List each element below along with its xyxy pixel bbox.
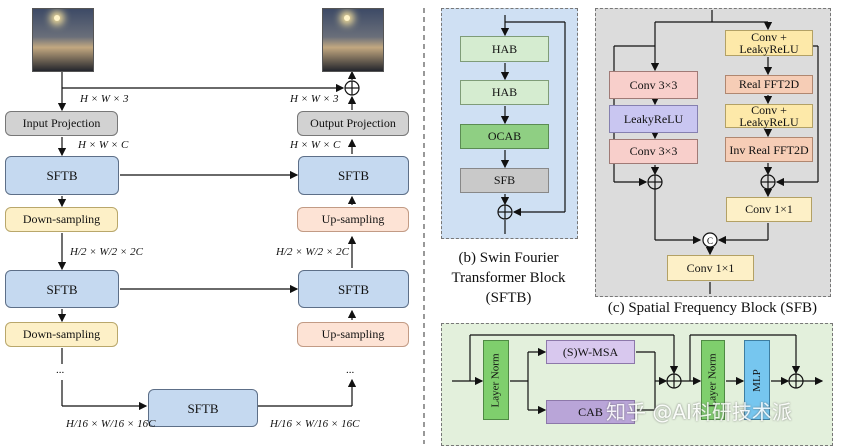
ellipsis-left: ... [56,364,65,376]
sfb-real-fft2d: Real FFT2D [725,75,813,94]
sftb-caption-line-2: Transformer Block [451,270,566,286]
hab-layer-norm-2: Layer Norm [701,340,725,420]
sftb-bottleneck: SFTB [148,389,258,427]
sftb-layer-ocab: OCAB [460,124,549,149]
sfb-conv3x3-1: Conv 3×3 [609,71,698,99]
hab-cab: CAB [546,400,635,424]
sftb-caption-line-3: (SFTB) [485,290,532,306]
up-sampling-1: Up-sampling [297,207,409,232]
sfb-conv3x3-2: Conv 3×3 [609,139,698,164]
dim-label-sixteenth-out: H/16 × W/16 × 16C [270,418,360,430]
sfb-conv1x1-freq: Conv 1×1 [726,197,812,222]
dim-label-sixteenth-in: H/16 × W/16 × 16C [66,418,156,430]
sfb-conv-leakyrelu-1: Conv + LeakyReLU [725,30,813,56]
input-image [32,8,94,72]
dim-label-hwc-out: H × W × C [290,139,341,151]
watermark: 知乎 @AI科研技术派 [606,400,792,424]
dim-label-half-in: H/2 × W/2 × 2C [70,246,143,258]
hab-layer-norm-1: Layer Norm [483,340,509,420]
sftb-decoder-2: SFTB [298,270,409,308]
dim-label-half-out: H/2 × W/2 × 2C [276,246,349,258]
sftb-encoder-2: SFTB [5,270,119,308]
dim-label-hw3-out: H × W × 3 [290,93,339,105]
concat-symbol: C [707,236,713,246]
hab-swmsa: (S)W-MSA [546,340,635,364]
down-sampling-1: Down-sampling [5,207,118,232]
output-image [322,8,384,72]
dim-label-hw3-in: H × W × 3 [80,93,129,105]
sfb-caption: (c) Spatial Frequency Block (SFB) [607,300,818,316]
output-projection-box: Output Projection [297,111,409,136]
down-sampling-2: Down-sampling [5,322,118,347]
hab-mlp: MLP [744,340,770,420]
sftb-layer-hab-2: HAB [460,80,549,105]
sftb-caption-line-1: (b) Swin Fourier [458,250,559,266]
input-projection-box: Input Projection [5,111,118,136]
up-sampling-2: Up-sampling [297,322,409,347]
sftb-layer-sfb: SFB [460,168,549,193]
dim-label-hwc-in: H × W × C [78,139,129,151]
sfb-conv1x1-out: Conv 1×1 [667,255,754,281]
ellipsis-right: ... [346,364,355,376]
sftb-encoder-1: SFTB [5,156,119,195]
sfb-conv-leakyrelu-2: Conv + LeakyReLU [725,104,813,128]
sftb-layer-hab-1: HAB [460,36,549,62]
sftb-decoder-1: SFTB [298,156,409,195]
sfb-leakyrelu: LeakyReLU [609,105,698,133]
sfb-inv-real-fft2d: Inv Real FFT2D [725,137,813,162]
